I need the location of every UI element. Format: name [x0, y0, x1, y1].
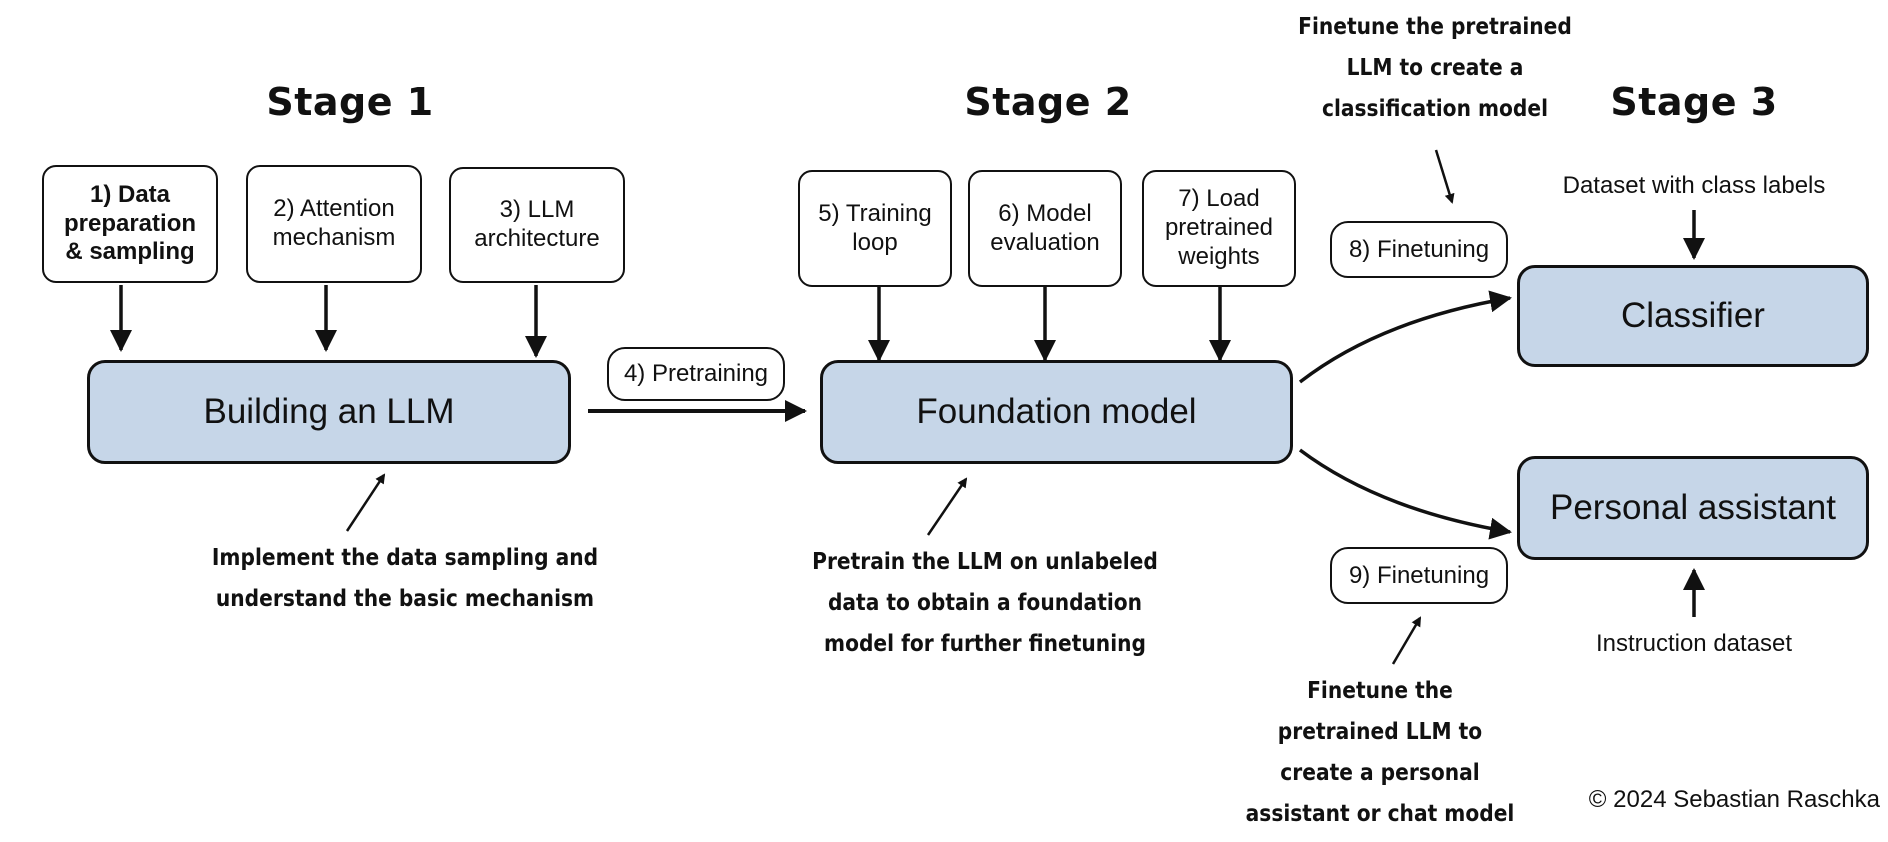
pointer-stage2-note: [926, 477, 968, 536]
pointer-stage1-note: [345, 473, 386, 532]
dataset-class-labels-text: Dataset with class labels: [1562, 172, 1826, 199]
step-llm-architecture: 3) LLM architecture: [449, 167, 625, 283]
stage-1-heading: Stage 1: [266, 80, 434, 124]
step-training-loop: 5) Training loop: [798, 170, 952, 287]
pointer-bottom-note: [1391, 616, 1422, 665]
building-llm-box: Building an LLM: [87, 360, 571, 464]
stage2-note: Pretrain the LLM on unlabeled data to ob…: [812, 547, 1158, 657]
instruction-dataset-text: Instruction dataset: [1595, 630, 1793, 657]
finetuning-classification-label: 8) Finetuning: [1330, 221, 1508, 278]
assistant-note: Finetune the pretrained LLM to create a …: [1245, 676, 1515, 827]
step-model-evaluation: 6) Model evaluation: [968, 170, 1122, 287]
step-load-pretrained-weights: 7) Load pretrained weights: [1142, 170, 1296, 287]
arrow-to-assistant: [1298, 448, 1512, 540]
foundation-model-box: Foundation model: [820, 360, 1293, 464]
arrow-to-classifier: [1298, 290, 1512, 384]
stage-3-heading: Stage 3: [1610, 80, 1778, 124]
pointer-top-note: [1434, 149, 1455, 204]
copyright-text: © 2024 Sebastian Raschka: [1588, 786, 1880, 813]
classification-note: Finetune the pretrained LLM to create a …: [1298, 12, 1572, 122]
step-data-preparation: 1) Data preparation & sampling: [42, 165, 218, 283]
stage1-note: Implement the data sampling and understa…: [211, 543, 599, 612]
stage-2-heading: Stage 2: [964, 80, 1132, 124]
pretraining-label: 4) Pretraining: [607, 347, 785, 401]
personal-assistant-box: Personal assistant: [1517, 456, 1869, 560]
classifier-box: Classifier: [1517, 265, 1869, 367]
finetuning-assistant-label: 9) Finetuning: [1330, 547, 1508, 604]
step-attention-mechanism: 2) Attention mechanism: [246, 165, 422, 283]
